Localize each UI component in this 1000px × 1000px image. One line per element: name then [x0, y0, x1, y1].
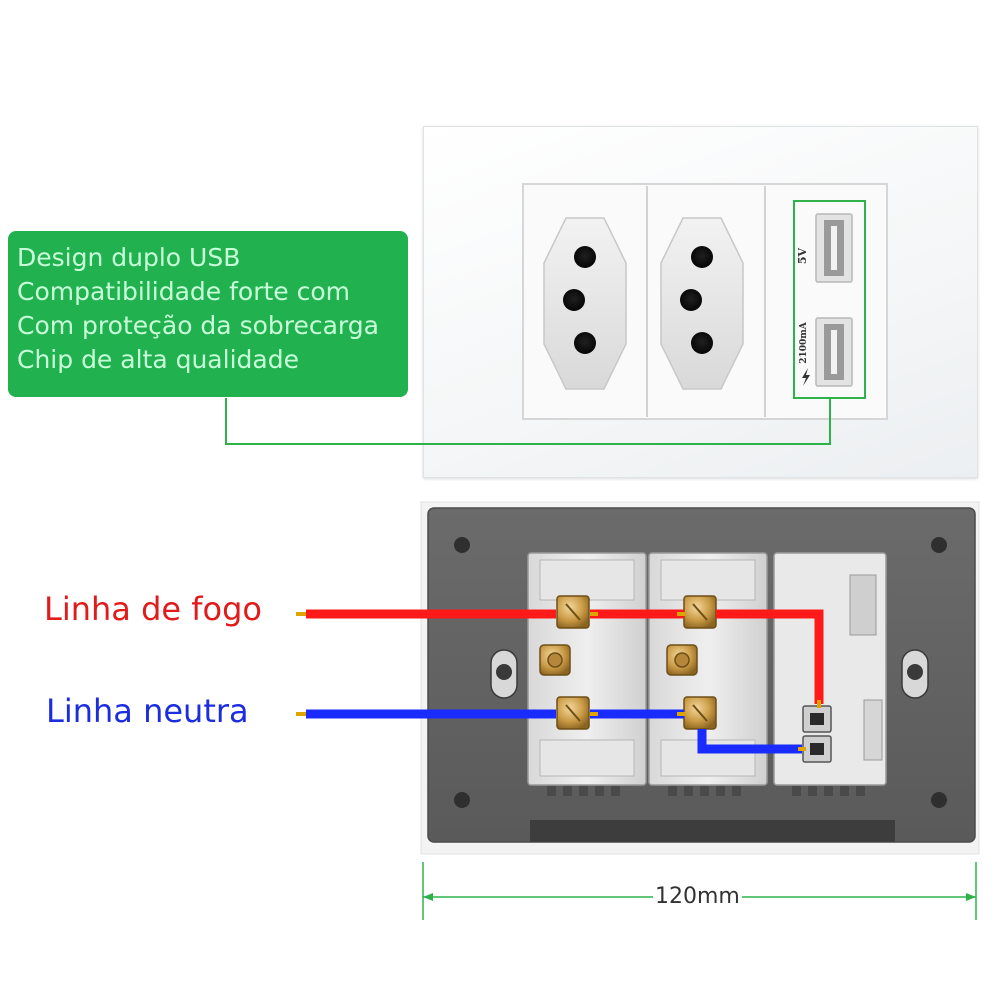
- brass-terminal: [539, 644, 571, 676]
- width-dimension-label: 120mm: [653, 884, 742, 909]
- feature-line-1: Design duplo USB: [17, 243, 241, 272]
- screw-slot-right: [901, 649, 929, 699]
- back-usb-module: [773, 552, 887, 796]
- lightning-icon: [802, 368, 810, 386]
- socket-pin-hole: [691, 332, 713, 354]
- feature-box: Design duplo USB Compatibilidade forte c…: [8, 231, 408, 397]
- usb-port-2: [815, 317, 853, 387]
- screw-slot-left: [490, 649, 518, 699]
- brass-terminal: [556, 595, 590, 629]
- live-wire-label: Linha de fogo: [44, 590, 262, 628]
- live-wire: [296, 609, 824, 708]
- mounting-hole: [454, 792, 470, 808]
- brass-terminal: [666, 644, 698, 676]
- brass-terminal: [683, 696, 717, 730]
- socket-pin-hole: [574, 246, 596, 268]
- usb-voltage-label: 5V: [796, 247, 809, 264]
- mounting-hole: [454, 537, 470, 553]
- usb-port-1: [815, 213, 853, 283]
- mounting-hole: [931, 792, 947, 808]
- power-socket-2: [660, 217, 744, 390]
- usb-module: 5V 2100mA: [793, 200, 866, 399]
- socket-pin-hole: [574, 332, 596, 354]
- mounting-hole: [931, 537, 947, 553]
- feature-line-4: Chip de alta qualidade: [17, 345, 299, 374]
- socket-pin-hole: [563, 289, 585, 311]
- neutral-wire: [296, 709, 806, 754]
- socket-pin-hole: [680, 289, 702, 311]
- usb-leader-line: [225, 398, 831, 445]
- socket-pin-hole: [691, 246, 713, 268]
- power-socket-1: [543, 217, 627, 390]
- brass-terminal: [683, 595, 717, 629]
- back-view: [420, 501, 980, 855]
- back-socket-module-2: [648, 552, 768, 796]
- brass-terminal: [556, 696, 590, 730]
- usb-current-label: 2100mA: [799, 321, 809, 364]
- neutral-wire-label: Linha neutra: [46, 692, 249, 730]
- feature-line-2: Compatibilidade forte com: [17, 277, 351, 306]
- feature-line-3: Com proteção da sobrecarga: [17, 311, 379, 340]
